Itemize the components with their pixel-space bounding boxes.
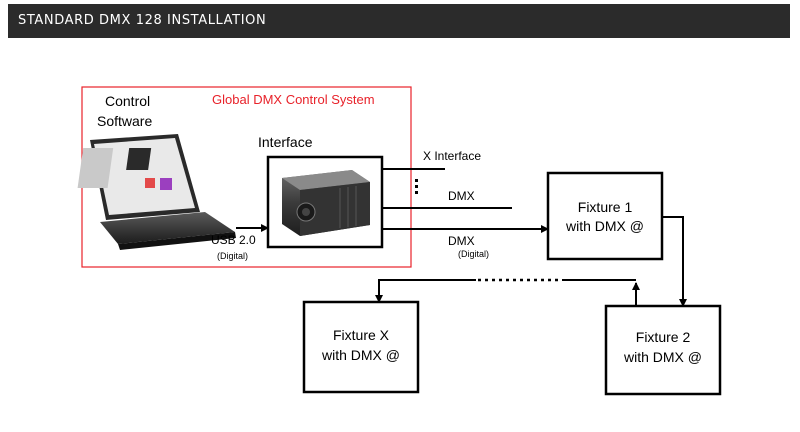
fixture-2-box	[604, 304, 722, 396]
dmx-label-2: DMX	[448, 234, 475, 248]
header-bar: STANDARD DMX 128 INSTALLATION	[8, 4, 790, 38]
fixture-1-box	[546, 171, 664, 261]
dmx-interface-device-icon	[282, 170, 370, 236]
fixture-2-line1: Fixture 2	[636, 329, 691, 345]
usb-label: USB 2.0	[211, 233, 256, 247]
software-label-line1: Control	[105, 93, 150, 109]
ellipsis-vertical-icon	[415, 179, 418, 194]
fixture-x-line2: with DMX @	[321, 347, 400, 363]
x-interface-label: X Interface	[423, 149, 481, 163]
system-label: Global DMX Control System	[212, 92, 375, 107]
interface-label: Interface	[258, 134, 313, 150]
dmx-sub-label: (Digital)	[458, 249, 489, 259]
fixture-1-line1: Fixture 1	[578, 199, 633, 215]
usb-sub-label: (Digital)	[217, 251, 248, 261]
fixture-x-box	[302, 300, 420, 394]
software-label-line2: Software	[97, 113, 152, 129]
laptop-icon	[77, 134, 236, 250]
dmx-label-1: DMX	[448, 189, 475, 203]
fixture-1-line2: with DMX @	[565, 218, 644, 234]
fixture-2-line2: with DMX @	[623, 349, 702, 365]
page-title: STANDARD DMX 128 INSTALLATION	[18, 13, 267, 28]
fixture-1-to-2-arrow	[662, 216, 687, 307]
fixture-x-line1: Fixture X	[333, 327, 390, 343]
